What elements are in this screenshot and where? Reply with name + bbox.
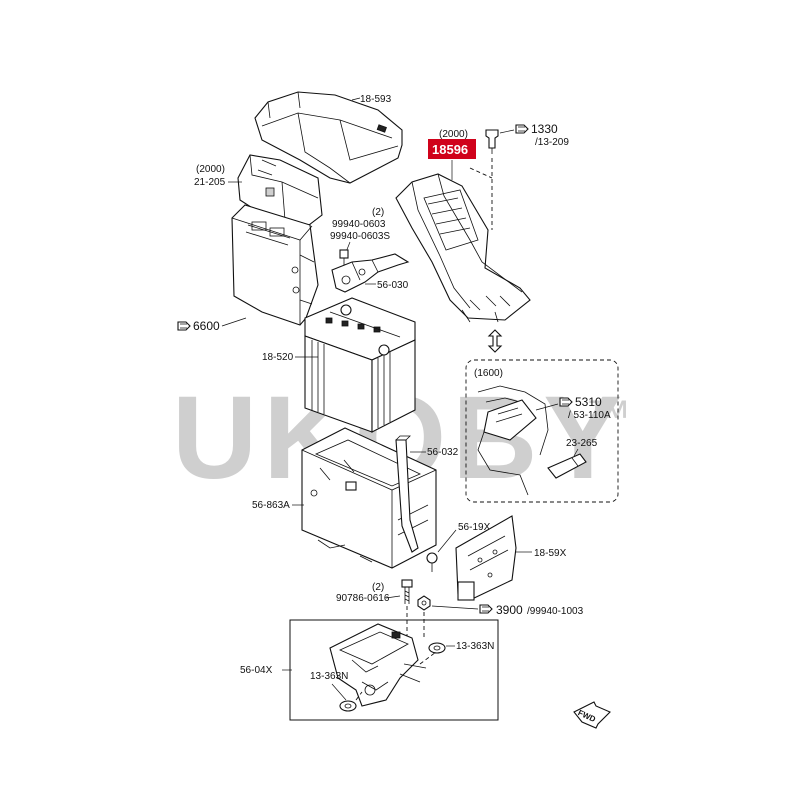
label-13363n-b: 13-363N [310, 671, 348, 682]
assembly-arrow [487, 329, 503, 353]
label-18596: 18596 [432, 142, 468, 157]
highlight-badge [428, 139, 476, 159]
part-control-module [231, 204, 319, 326]
part-relay-bracket [455, 515, 517, 601]
part-clip-23265 [547, 453, 587, 479]
label-6600: 6600 [193, 319, 220, 333]
part-nut-3900 [417, 595, 431, 611]
label-99940-0603s: 99940-0603S [330, 231, 390, 242]
label-56030: 56-030 [377, 280, 409, 291]
part-battery-cover [254, 91, 403, 184]
label-2-a: (2) [372, 207, 384, 218]
label-13209: /13-209 [535, 137, 569, 148]
part-grommet-13363n-a [428, 642, 446, 654]
watermark-tm: ™ [585, 390, 631, 442]
ref-icon-6600 [177, 321, 191, 331]
fwd-arrow-icon: FWD [573, 701, 611, 729]
part-tray-bracket-5604x [329, 623, 427, 707]
label-2000-a: (2000) [196, 164, 225, 175]
highlight-18596: (2000) 18596 [428, 129, 476, 159]
label-5619x: 56-19X [458, 522, 491, 533]
label-56863a: 56-863A [252, 500, 290, 511]
ref-icon-5310 [559, 397, 573, 407]
label-18520: 18-520 [262, 352, 294, 363]
part-tray-bracket-56032 [395, 435, 419, 553]
label-5604x: 56-04X [240, 665, 273, 676]
label-5310: 5310 [575, 395, 602, 409]
ref-icon-1330 [515, 124, 529, 134]
part-nut-5619x [426, 552, 438, 572]
label-99940-1003: /99940-1003 [527, 606, 584, 617]
part-clip-1330 [485, 129, 499, 154]
label-2-b: (2) [372, 582, 384, 593]
detail-box-1600 [465, 359, 619, 503]
label-90786: 90786-0616 [336, 593, 390, 604]
part-battery [304, 297, 416, 433]
label-56032: 56-032 [427, 447, 459, 458]
label-1859x: 18-59X [534, 548, 567, 559]
label-23265: 23-265 [566, 438, 598, 449]
label-18593: 18-593 [360, 94, 392, 105]
part-grommet-13363n-b [339, 700, 357, 712]
label-3900: 3900 [496, 603, 523, 617]
part-air-duct-18596 [395, 173, 531, 323]
part-bolt-90786 [401, 579, 413, 604]
label-53110a: / 53-110A [568, 410, 611, 421]
label-13363n-a: 13-363N [456, 641, 494, 652]
label-1330: 1330 [531, 122, 558, 136]
label-1600: (1600) [474, 368, 503, 379]
part-air-intake-5310 [477, 385, 549, 496]
label-2000-b: (2000) [439, 129, 468, 140]
ref-icon-3900 [479, 604, 493, 614]
part-battery-hold-bracket [331, 253, 410, 293]
label-21205: 21-205 [194, 177, 226, 188]
label-99940-0603: 99940-0603 [332, 219, 386, 230]
